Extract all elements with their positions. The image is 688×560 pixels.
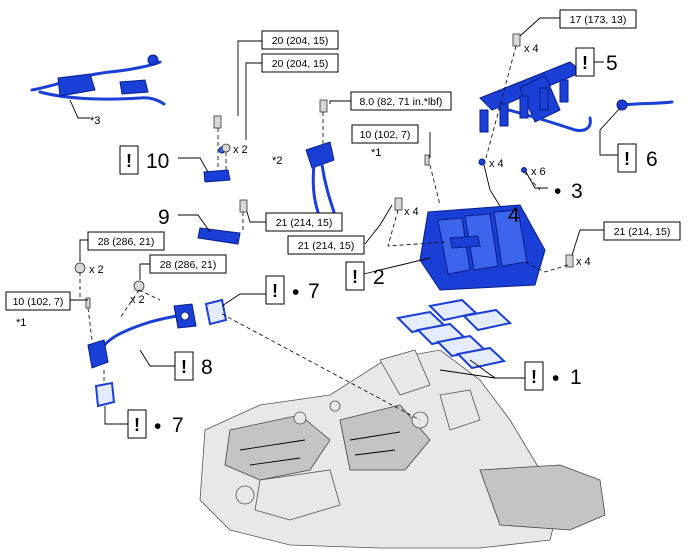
callout-number: 8 [201,356,213,379]
callout-number: 3 [571,180,583,203]
torque-label-11: 10 (102, 7) [5,291,71,311]
torque-value-text: 21 (214, 15) [298,240,355,252]
qty-label: x 4 [524,43,539,55]
bullet-icon: • [554,180,561,203]
egr-gasket-part-7-lower [94,381,116,408]
callout-8: ! 8 [174,351,213,381]
note-marker: *2 [272,155,282,167]
torque-value-text: 20 (204, 15) [272,58,329,70]
callout-number: 2 [373,266,385,289]
warning-icon: ! [126,151,132,171]
engine-assembly-drawing [199,349,606,549]
torque-value-text: 28 (286, 21) [98,236,155,248]
callout-number: 7 [308,280,320,303]
qty-label: x 6 [531,166,546,178]
callout-number: 1 [570,366,582,389]
callout-7-upper: ! • 7 [265,275,320,305]
warning-icon: ! [181,357,187,377]
torque-label-6: 21 (214, 15) [265,212,343,232]
torque-value-text: 21 (214, 15) [614,226,671,238]
bullet-icon: • [552,367,559,390]
hardware-bolts [74,33,574,309]
qty-label: x 2 [89,264,104,276]
torque-label-7: 21 (214, 15) [287,235,365,255]
bullet-icon: • [154,415,161,438]
callout-number: 6 [646,148,658,171]
intake-gaskets-part-1 [395,298,513,370]
torque-value-text: 17 (173, 13) [570,14,627,26]
leader-lines [69,17,622,425]
callout-4: 4 [508,204,520,227]
callout-5: ! 5 [575,47,618,77]
torque-label-4: 10 (102, 7) [351,124,419,144]
torque-value-text: 21 (214, 15) [276,217,333,229]
note-marker: *1 [16,317,26,329]
callout-number: 7 [172,414,184,437]
bracket-part-9 [197,227,241,245]
qty-label: x 2 [233,144,248,156]
fuel-hose-part-6 [616,99,674,111]
qty-label: x 4 [404,206,419,218]
callout-9: 9 [158,206,170,229]
torque-label-2: 20 (204, 15) [261,53,339,73]
wire-harness-part [30,54,166,106]
callout-1: ! • 1 [524,361,582,391]
sensor-part-2 [305,141,336,214]
qty-label: x 4 [489,158,504,170]
warning-icon: ! [624,149,630,169]
torque-value-text: 10 (102, 7) [13,296,64,308]
torque-value-text: 8.0 (82, 71 in.*lbf) [360,96,443,108]
torque-label-8: 21 (214, 15) [603,221,681,241]
callout-7-lower: ! • 7 [127,409,184,439]
warning-icon: ! [582,53,588,73]
small-parts-4-3 [478,158,527,173]
torque-label-3: 8.0 (82, 71 in.*lbf) [350,91,452,111]
egr-gasket-part-7-upper [204,298,228,326]
warning-icon: ! [531,367,537,387]
torque-label-1: 20 (204, 15) [261,30,339,50]
callout-number: 5 [606,52,618,75]
torque-value-text: 20 (204, 15) [272,35,329,47]
torque-value-text: 28 (286, 21) [160,259,217,271]
callout-6: ! 6 [617,143,658,173]
warning-icon: ! [272,281,278,301]
torque-label-9: 28 (286, 21) [87,231,165,251]
qty-label: x 2 [130,294,145,306]
callout-2: ! 2 [345,261,385,291]
callout-number: 10 [146,150,169,173]
warning-icon: ! [134,415,140,435]
intake-manifold-part-2 [419,204,546,291]
note-marker: *3 [90,115,100,127]
torque-label-5: 17 (173, 13) [559,9,637,29]
qty-label: x 4 [576,256,591,268]
egr-pipe-part-8 [87,303,197,369]
bullet-icon: • [292,281,299,304]
warning-icon: ! [352,267,358,287]
torque-label-10: 28 (286, 21) [149,254,227,274]
torque-value-text: 10 (102, 7) [360,129,411,141]
note-marker: *1 [371,147,381,159]
callout-3: • 3 [554,180,583,203]
callout-10: ! 10 [119,145,169,175]
